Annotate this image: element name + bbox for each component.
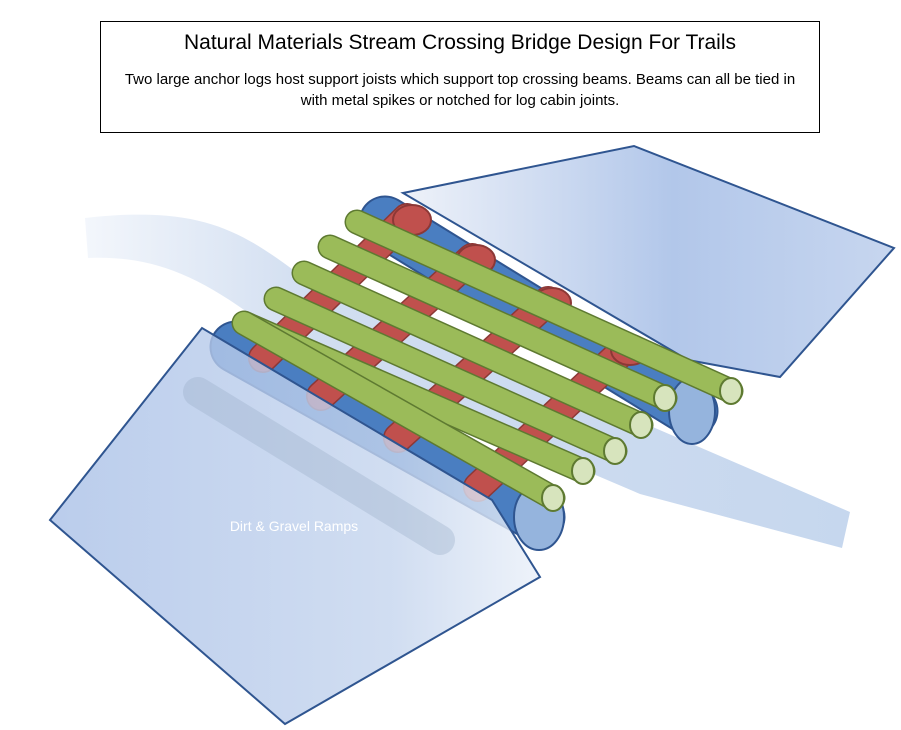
left-ramp xyxy=(48,326,542,726)
beam xyxy=(291,260,654,439)
title-box: Natural Materials Stream Crossing Bridge… xyxy=(100,21,820,133)
beam xyxy=(231,310,566,512)
right-ramp xyxy=(400,144,896,379)
ramp-label: Dirt & Gravel Ramps xyxy=(230,518,358,534)
diagram-description: Two large anchor logs host support joist… xyxy=(124,71,796,109)
beam xyxy=(344,209,744,405)
beam xyxy=(263,286,628,465)
stream-under-ramp xyxy=(183,377,455,555)
beam xyxy=(317,234,678,412)
diagram-title: Natural Materials Stream Crossing Bridge… xyxy=(183,31,737,54)
